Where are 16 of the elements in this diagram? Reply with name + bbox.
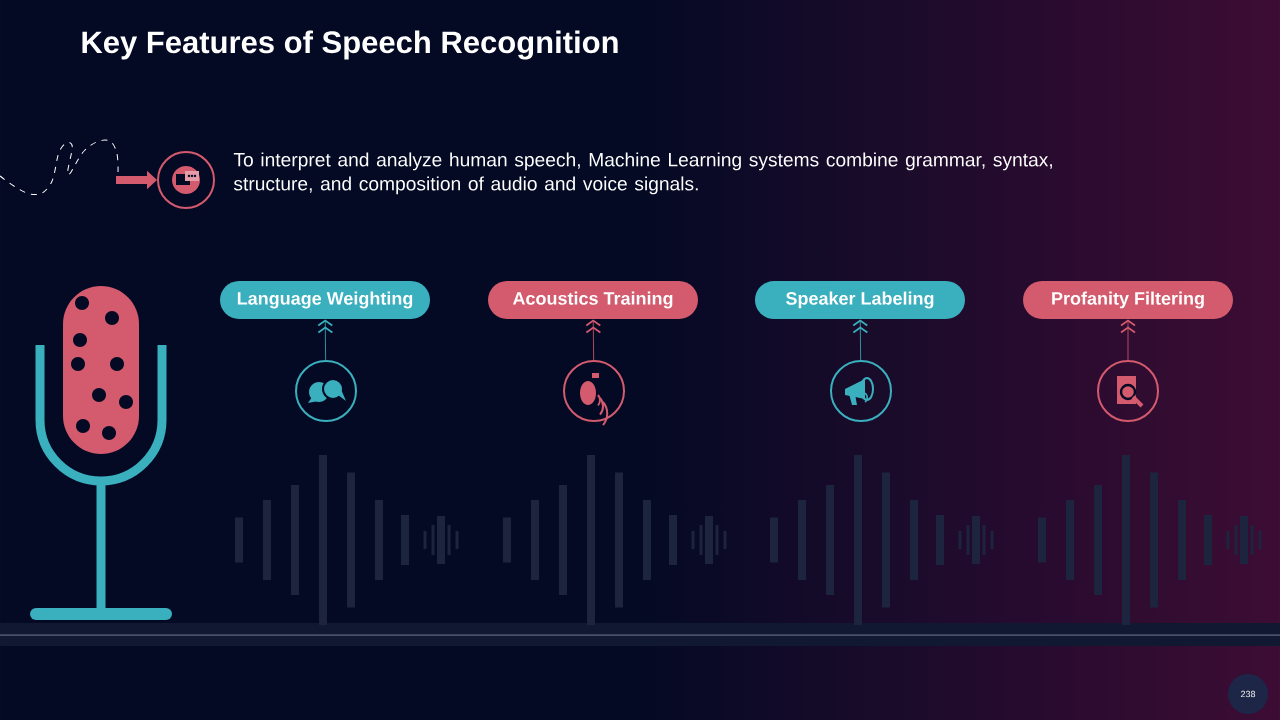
arrow [1120, 319, 1136, 361]
feature-pill: Profanity Filtering [1023, 281, 1233, 319]
feature-pill: Language Weighting [220, 281, 430, 319]
icon-circle [830, 360, 892, 422]
feature-pill: Speaker Labeling [755, 281, 965, 319]
arrow [852, 319, 869, 361]
icon-circle [1097, 360, 1159, 422]
arrow [585, 319, 602, 361]
slide-title: Key Features of Speech Recognition [82, 30, 618, 60]
icon-circle [563, 360, 625, 422]
icon-circle [295, 360, 357, 422]
icon-circle [157, 151, 215, 209]
arrow [317, 319, 334, 361]
page-number: 238 [1228, 674, 1268, 714]
intro-paragraph: To interpret and analyze human speech, Machine Learning systems combine grammar, syntax, structure, and composition of audio and voice signals. [233, 152, 1052, 195]
feature-pill: Acoustics Training [488, 281, 698, 319]
